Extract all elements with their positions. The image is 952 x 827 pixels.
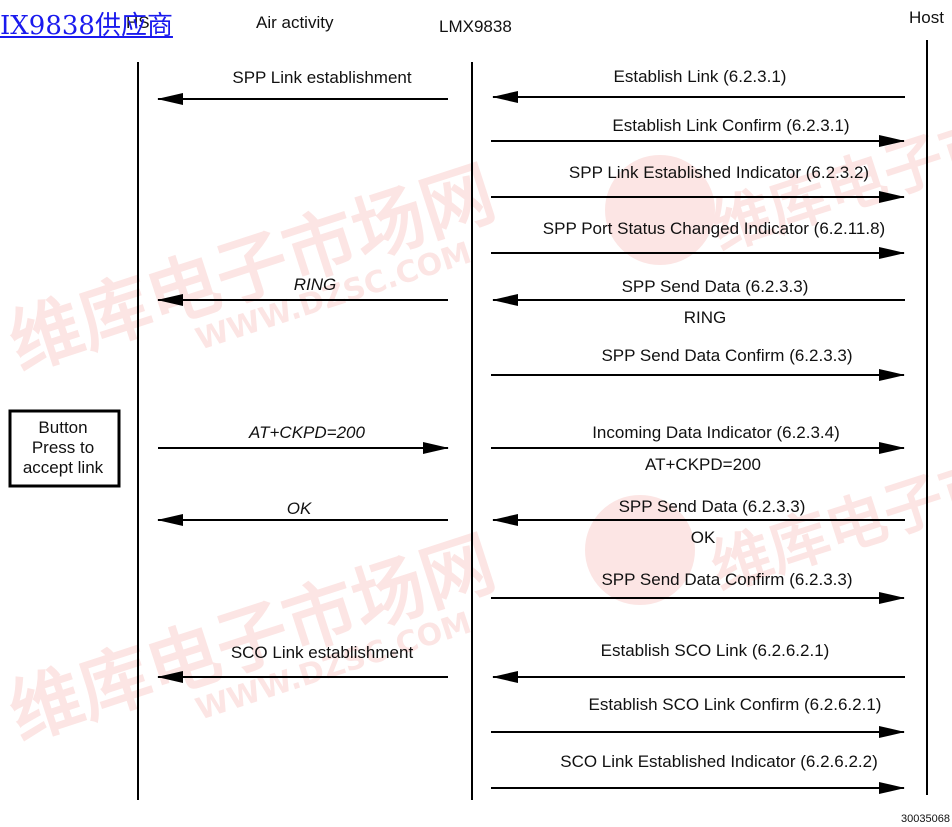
right-message-label: Incoming Data Indicator (6.2.3.4) (592, 423, 840, 442)
right-message-label: SPP Link Established Indicator (6.2.3.2) (569, 163, 869, 182)
right-message-label: SPP Send Data (6.2.3.3) (619, 497, 806, 516)
watermark-logo-2 (585, 495, 695, 605)
supplier-link[interactable]: IX9838供应商 (0, 11, 173, 41)
right-message-12: SCO Link Established Indicator (6.2.6.2.… (491, 752, 905, 794)
button-press-box: Button Press to accept link (8, 409, 121, 488)
left-message-label: OK (287, 499, 312, 518)
column-header-lmx: LMX9838 (439, 17, 512, 36)
right-message-8: SPP Send Data (6.2.3.3) OK (492, 497, 905, 547)
right-message-label: Establish SCO Link Confirm (6.2.6.2.1) (589, 695, 882, 714)
right-message-label: SPP Send Data (6.2.3.3) (622, 277, 809, 296)
column-header-host: Host (909, 8, 944, 27)
right-message-3: SPP Link Established Indicator (6.2.3.2) (491, 163, 905, 203)
right-message-label: SCO Link Established Indicator (6.2.6.2.… (560, 752, 878, 771)
button-box-line-1: Button (38, 418, 87, 437)
right-message-9: SPP Send Data Confirm (6.2.3.3) (491, 570, 905, 604)
left-message-label: SPP Link establishment (232, 68, 412, 87)
right-message-label: SPP Send Data Confirm (6.2.3.3) (601, 346, 852, 365)
right-message-payload: RING (684, 308, 727, 327)
right-message-10: Establish SCO Link (6.2.6.2.1) (492, 641, 905, 683)
right-message-label: SPP Send Data Confirm (6.2.3.3) (601, 570, 852, 589)
column-header-hs: HS (126, 13, 150, 32)
column-header-air: Air activity (256, 13, 334, 32)
right-message-2: Establish Link Confirm (6.2.3.1) (491, 116, 905, 147)
watermark-logo-1 (605, 155, 715, 265)
right-message-5: SPP Send Data (6.2.3.3) RING (492, 277, 905, 327)
button-box-line-3: accept link (23, 458, 104, 477)
right-message-payload: AT+CKPD=200 (645, 455, 761, 474)
left-message-3: AT+CKPD=200 (158, 423, 449, 454)
left-message-4: OK (157, 499, 448, 526)
right-message-payload: OK (691, 528, 716, 547)
left-message-label: AT+CKPD=200 (248, 423, 365, 442)
left-message-5: SCO Link establishment (157, 643, 448, 683)
right-message-6: SPP Send Data Confirm (6.2.3.3) (491, 346, 905, 381)
left-message-2: RING (157, 275, 448, 306)
right-message-label: Establish SCO Link (6.2.6.2.1) (601, 641, 830, 660)
button-box-line-2: Press to (32, 438, 94, 457)
right-message-7: Incoming Data Indicator (6.2.3.4) AT+CKP… (491, 423, 905, 474)
right-message-11: Establish SCO Link Confirm (6.2.6.2.1) (491, 695, 905, 738)
right-message-label: Establish Link (6.2.3.1) (614, 67, 787, 86)
left-message-1: SPP Link establishment (157, 68, 448, 105)
right-message-4: SPP Port Status Changed Indicator (6.2.1… (491, 219, 905, 259)
right-message-label: Establish Link Confirm (6.2.3.1) (612, 116, 849, 135)
left-message-label: SCO Link establishment (231, 643, 414, 662)
figure-id: 30035068 (901, 813, 950, 825)
left-message-label: RING (294, 275, 337, 294)
right-message-1: Establish Link (6.2.3.1) (492, 67, 905, 103)
right-message-label: SPP Port Status Changed Indicator (6.2.1… (543, 219, 885, 238)
